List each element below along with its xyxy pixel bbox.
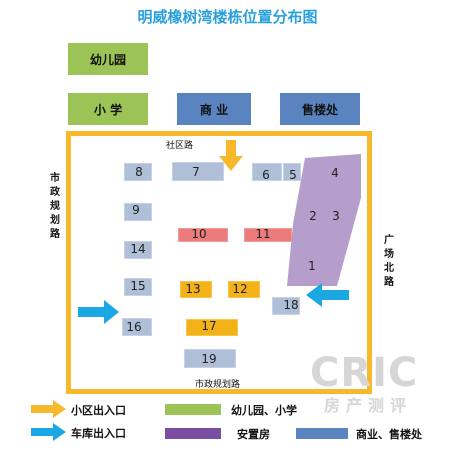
building-12 xyxy=(228,281,260,298)
garage-entrance-arrow-right xyxy=(306,283,349,307)
watermark-sub: 房产测评 xyxy=(324,396,413,415)
building-2-label: 2 xyxy=(309,209,317,223)
building-9 xyxy=(124,203,152,221)
building-14 xyxy=(124,241,152,259)
road-left xyxy=(66,131,71,394)
building-13 xyxy=(180,281,212,298)
legend-commercial-label: 商业、售楼处 xyxy=(356,428,422,441)
building-7-label: 7 xyxy=(192,165,200,179)
building-11 xyxy=(244,228,292,242)
building-7 xyxy=(172,162,224,181)
building-19 xyxy=(184,349,236,368)
road-bottom xyxy=(66,389,372,394)
building-18-label: 18 xyxy=(283,298,299,312)
legend-community-entrance-label: 小区出入口 xyxy=(71,404,126,417)
building-14-label: 14 xyxy=(130,242,146,256)
commercial-label: 商 业 xyxy=(199,102,229,117)
kindergarten-label: 幼儿园 xyxy=(89,52,126,67)
building-12-label: 12 xyxy=(232,282,248,296)
building-13-label: 13 xyxy=(185,282,201,296)
building-18 xyxy=(272,297,300,315)
legend-garage-entrance-label: 车库出入口 xyxy=(71,427,126,440)
building-6-label: 6 xyxy=(262,168,270,182)
building-1-label: 1 xyxy=(308,259,316,273)
road-label-top: 社区路 xyxy=(166,141,194,151)
legend-kindergarten-school-swatch xyxy=(165,404,221,415)
legend-garage-entrance-icon xyxy=(31,423,66,441)
road-top xyxy=(66,131,372,136)
community-entrance-arrow-top xyxy=(219,140,243,171)
building-19-label: 19 xyxy=(201,352,217,366)
building-10 xyxy=(178,228,228,242)
kindergarten-box: 幼儿园 xyxy=(68,43,148,75)
resettlement-zone xyxy=(287,154,361,286)
legend-resettlement-label: 安置房 xyxy=(237,428,270,441)
sales-office-label: 售楼处 xyxy=(301,102,338,117)
building-3-label: 3 xyxy=(332,209,340,223)
building-16 xyxy=(122,318,152,336)
legend-kindergarten-school-label: 幼儿园、小学 xyxy=(231,404,297,417)
building-8-label: 8 xyxy=(135,165,143,179)
building-10-label: 10 xyxy=(191,227,207,241)
building-17-label: 17 xyxy=(201,319,217,333)
building-4-label: 4 xyxy=(331,166,339,180)
road-label-left: 市政规划路 xyxy=(50,173,60,240)
building-17 xyxy=(186,319,238,336)
primary-school-label: 小 学 xyxy=(93,102,123,117)
building-5 xyxy=(283,163,301,181)
primary-school-box: 小 学 xyxy=(68,93,148,125)
road-right xyxy=(367,131,372,394)
building-15 xyxy=(124,278,152,296)
building-8 xyxy=(124,163,152,181)
building-15-label: 15 xyxy=(130,279,146,293)
road-label-bottom: 市政规划路 xyxy=(195,380,241,390)
building-5-label: 5 xyxy=(289,168,297,182)
building-11-label: 11 xyxy=(255,227,271,241)
legend-resettlement-swatch xyxy=(165,428,221,439)
garage-entrance-arrow-left xyxy=(78,300,119,324)
legend-community-entrance-icon xyxy=(31,400,66,418)
commercial-box: 商 业 xyxy=(177,93,251,125)
building-6 xyxy=(252,163,282,181)
road-label-right: 广场北路 xyxy=(384,235,394,288)
building-9-label: 9 xyxy=(132,203,140,217)
sales-office-box: 售楼处 xyxy=(280,93,360,125)
map-title: 明威橡树湾楼栋位置分布图 xyxy=(137,8,318,26)
building-16-label: 16 xyxy=(126,320,142,334)
legend-commercial-swatch xyxy=(296,428,348,439)
watermark-brand: CRIC xyxy=(310,350,419,396)
